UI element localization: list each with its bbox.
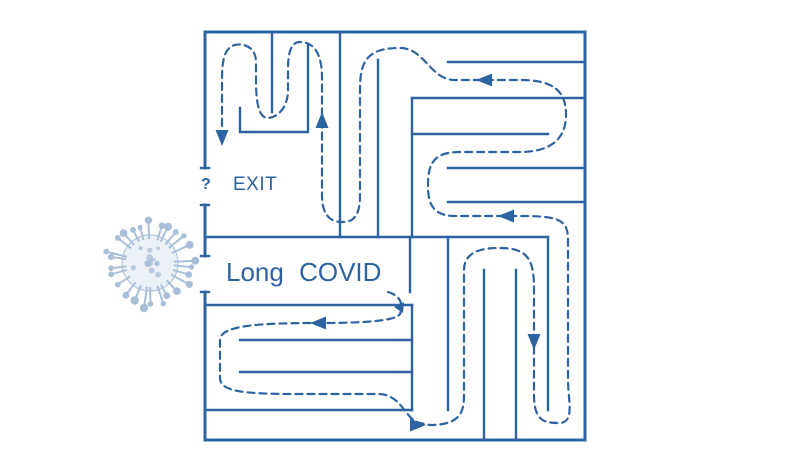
wall-tl-u — [238, 42, 310, 134]
route-arrow-up-center — [315, 112, 329, 128]
route-arrow-left-bottom — [310, 316, 326, 330]
route-path — [218, 40, 571, 427]
route-arrow-curve-start — [394, 302, 404, 313]
exit-marker: ? — [201, 176, 211, 193]
maze-route — [215, 40, 571, 432]
exit-label: EXIT — [233, 174, 278, 195]
route-arrow-left-middle — [498, 209, 514, 223]
maze-inner-walls — [203, 30, 587, 442]
route-arrow-down-right — [527, 334, 541, 350]
route-arrow-down-left — [215, 130, 229, 146]
virus-icon — [103, 216, 200, 313]
route-arrow-left-top — [476, 73, 492, 87]
route-arrow-right-bottom — [410, 418, 426, 432]
maze-outer-frame — [199, 30, 587, 442]
long-covid-label: Long COVID — [226, 257, 382, 287]
